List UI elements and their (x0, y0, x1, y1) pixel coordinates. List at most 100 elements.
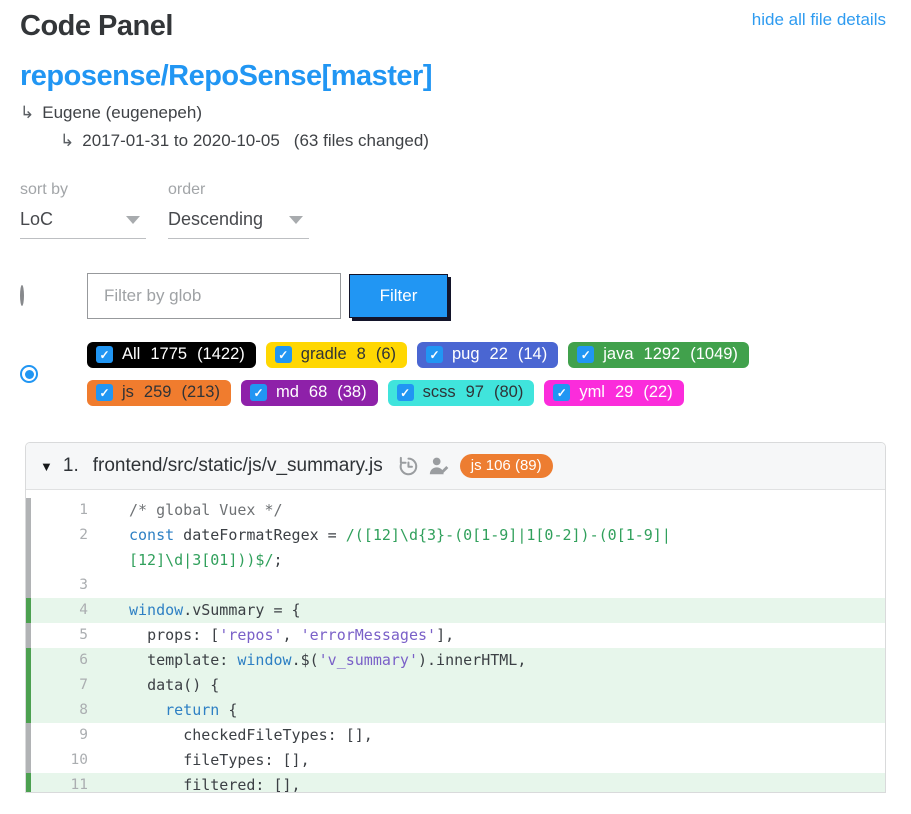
filter-button[interactable]: Filter (349, 274, 448, 318)
authored-line-marker (26, 773, 31, 792)
chip-authored-count: (22) (643, 383, 673, 401)
chevron-down-icon (289, 215, 303, 224)
author-edit-icon[interactable] (428, 455, 450, 477)
file-type-chip-pug[interactable]: ✓ pug 22 (14) (417, 342, 559, 368)
file-type-chip-yml[interactable]: ✓ yml 29 (22) (544, 380, 684, 406)
checked-checkbox-icon[interactable]: ✓ (96, 384, 113, 401)
code-token: /* global Vuex */ (129, 501, 283, 519)
line-content: fileTypes: [], (96, 748, 885, 773)
chip-line-count: 1292 (643, 345, 681, 363)
filter-glob-radio[interactable] (20, 285, 24, 306)
order-label: order (168, 181, 206, 198)
code-token: 'repos' (219, 626, 283, 644)
code-token: dateFormatRegex = (174, 526, 346, 544)
corner-arrow-icon: ↳ (60, 131, 75, 150)
date-range: 2017-01-31 to 2020-10-05 (82, 131, 280, 150)
checked-checkbox-icon[interactable]: ✓ (249, 384, 267, 401)
checked-checkbox-icon[interactable]: ✓ (96, 346, 113, 363)
checked-checkbox-icon[interactable]: ✓ (396, 384, 414, 401)
author-name: Eugene (eugenepeh) (42, 103, 202, 122)
file-panel-header[interactable]: ▼ 1. frontend/src/static/js/v_summary.js… (26, 443, 885, 490)
chip-label: yml (579, 383, 605, 401)
history-icon[interactable] (397, 455, 419, 477)
authored-line-marker (26, 598, 31, 623)
line-content: filtered: [], (96, 773, 885, 793)
glob-filter-row: Filter (20, 273, 886, 319)
unauthored-line-marker (26, 573, 31, 598)
chip-label: java (603, 345, 634, 363)
code-token: data() { (129, 676, 220, 694)
checked-checkbox-icon[interactable]: ✓ (553, 384, 571, 401)
glob-radio-column (20, 285, 87, 306)
line-content: template: window.$('v_summary').innerHTM… (96, 648, 885, 673)
order-value: Descending (168, 209, 264, 229)
checked-checkbox-icon[interactable]: ✓ (577, 346, 595, 363)
type-radio-column (20, 365, 87, 383)
chip-label: gradle (300, 345, 347, 363)
line-content: const dateFormatRegex = /([12]\d{3}-(0[1… (96, 523, 885, 548)
code-token: 'errorMessages' (300, 626, 437, 644)
chip-line-count: 259 (143, 383, 172, 401)
code-token: const (129, 526, 175, 544)
order-group: order Descending (168, 181, 309, 239)
hide-all-file-details-link[interactable]: hide all file details (751, 10, 886, 29)
collapse-triangle-icon[interactable]: ▼ (40, 458, 53, 474)
chip-line-count: 29 (614, 383, 634, 401)
sort-by-value: LoC (20, 209, 54, 229)
sort-by-select[interactable]: LoC (20, 206, 146, 239)
line-number (31, 548, 96, 573)
filter-type-radio[interactable] (20, 365, 38, 383)
checked-checkbox-icon[interactable]: ✓ (274, 346, 292, 363)
chip-authored-count: (80) (493, 383, 524, 401)
code-token: template: (129, 651, 238, 669)
checked-checkbox-icon[interactable]: ✓ (426, 346, 443, 363)
code-token: [12]\d|3[01]))$/ (129, 551, 274, 569)
code-line: 5 props: ['repos', 'errorMessages'], (26, 623, 885, 648)
line-number: 11 (31, 773, 96, 792)
page-title: Code Panel (20, 10, 173, 42)
files-changed-count: (63 files changed) (293, 131, 429, 150)
repo-title[interactable]: reposense/RepoSense[master] (20, 60, 433, 92)
chip-authored-count: (1422) (197, 345, 245, 363)
code-line: 10 fileTypes: [], (26, 748, 885, 773)
code-token: filtered: [], (129, 776, 301, 793)
top-bar: Code Panel hide all file details (20, 10, 886, 43)
unauthored-line-marker (26, 498, 31, 523)
chip-label: pug (452, 345, 480, 363)
code-token: /([12]\d{3}-(0[1-9]|1[0-2])-(0[1-9]| (345, 526, 671, 544)
chip-authored-count: (14) (517, 345, 548, 363)
line-content: data() { (96, 673, 885, 698)
line-number: 6 (31, 648, 96, 673)
code-token (129, 701, 165, 719)
code-line: [12]\d|3[01]))$/; (26, 548, 885, 573)
code-token: .vSummary = { (183, 601, 301, 619)
file-path: frontend/src/static/js/v_summary.js (92, 455, 383, 476)
line-content (96, 573, 885, 598)
line-content: checkedFileTypes: [], (96, 723, 885, 748)
sort-by-group: sort by LoC (20, 181, 146, 239)
line-content: props: ['repos', 'errorMessages'], (96, 623, 885, 648)
order-select[interactable]: Descending (168, 206, 309, 239)
file-panel: ▼ 1. frontend/src/static/js/v_summary.js… (25, 442, 886, 793)
code-token: checkedFileTypes: [], (129, 726, 373, 744)
code-line: 11 filtered: [], (26, 773, 885, 793)
code-token: window (129, 601, 184, 619)
corner-arrow-icon: ↳ (20, 103, 35, 122)
glob-filter-input[interactable] (87, 273, 341, 319)
line-number: 4 (31, 598, 96, 623)
chip-line-count: 97 (465, 383, 484, 401)
line-number: 9 (79, 727, 88, 743)
chip-line-count: 22 (489, 345, 508, 363)
unauthored-line-marker (26, 748, 31, 773)
unauthored-line-marker (26, 723, 31, 748)
code-line: 9 checkedFileTypes: [], (26, 723, 885, 748)
chip-line-count: 68 (308, 383, 328, 401)
code-token: return (165, 701, 220, 719)
